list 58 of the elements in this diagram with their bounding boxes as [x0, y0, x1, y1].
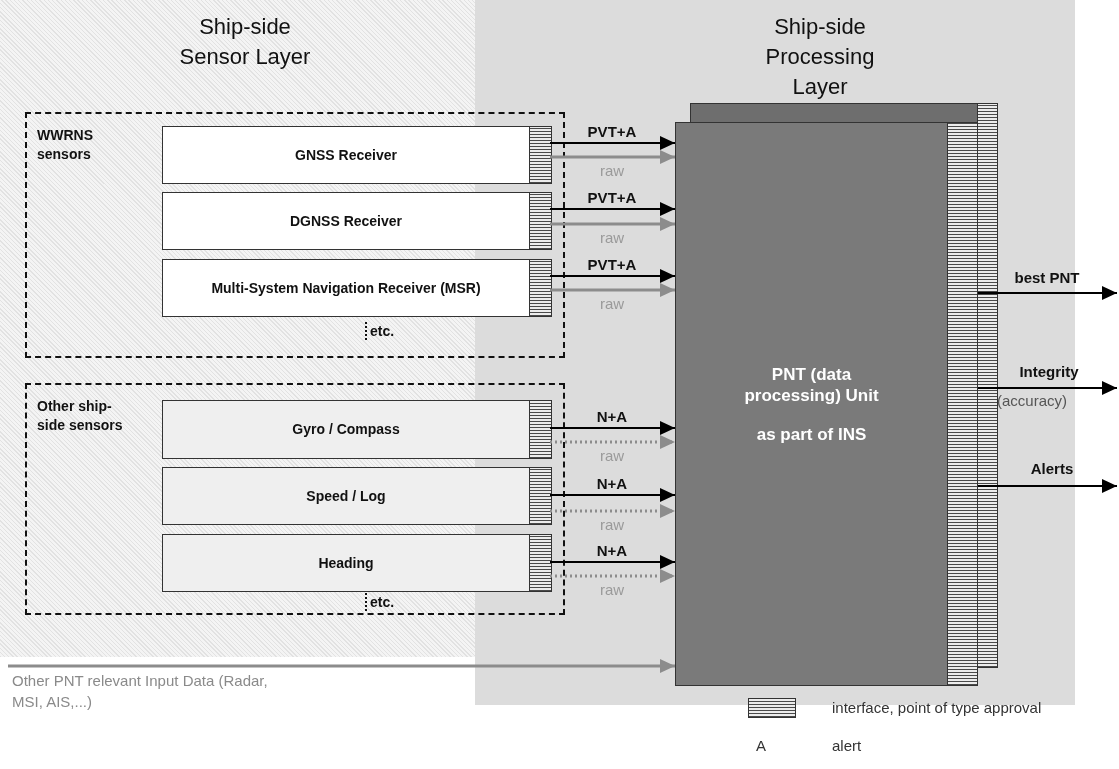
sensor-name: Heading: [317, 553, 375, 573]
processing-unit: [675, 122, 978, 686]
legend-text: alert: [832, 736, 862, 756]
edge-label: PVT+A: [587, 122, 637, 141]
sensor-group-frame: [25, 112, 565, 358]
edge-label: raw: [599, 228, 625, 247]
layer-title: Ship-side Sensor Layer: [178, 13, 312, 71]
etc-note: etc.: [365, 322, 395, 340]
edge-label: raw: [599, 294, 625, 313]
legend-text: interface, point of type approval: [832, 698, 1042, 718]
unit-label: as part of INS: [756, 423, 867, 445]
group-label: Other ship-side sensors: [37, 397, 124, 435]
arrow: [549, 421, 676, 435]
sensor-box: [162, 400, 552, 459]
arrow: [550, 150, 675, 164]
arrow: [549, 269, 676, 283]
edge-note: (accuracy): [997, 391, 1067, 410]
sensor-box: [162, 467, 552, 525]
edge-label: best PNT: [1014, 268, 1080, 287]
layer-title: Ship-side Processing Layer: [764, 13, 876, 101]
sensor-box: [162, 192, 552, 250]
edge-label: Integrity: [1019, 362, 1079, 381]
edge-label: N+A: [596, 474, 628, 493]
group-label: WWRNS sensors: [37, 126, 94, 164]
edge-label: raw: [599, 446, 625, 465]
sensor-name: DGNSS Receiver: [288, 211, 404, 231]
arrow: [550, 217, 675, 231]
arrow: [549, 488, 676, 502]
arrow: [550, 283, 675, 297]
arrow: [550, 504, 675, 518]
input-data-label: Other PNT relevant Input Data (Radar, MSI, AIS,...): [12, 670, 302, 714]
arrow: [977, 479, 1118, 493]
sensor-name: Gyro / Compass: [291, 420, 401, 439]
arrow: [977, 381, 1118, 395]
arrow: [549, 555, 676, 569]
edge-label: N+A: [596, 541, 628, 560]
arrow: [977, 286, 1118, 300]
edge-label: PVT+A: [587, 255, 637, 274]
legend-symbol: A: [755, 736, 767, 756]
sensor-name: Speed / Log: [305, 486, 387, 506]
edge-label: raw: [599, 580, 625, 599]
arrow: [549, 202, 676, 216]
arrow: [550, 435, 675, 449]
sensor-name: GNSS Receiver: [294, 145, 398, 165]
arrow: [549, 136, 676, 150]
edge-label: PVT+A: [587, 188, 637, 207]
sensor-box: [162, 534, 552, 592]
edge-label: Alerts: [1030, 459, 1074, 478]
arrow: [8, 659, 675, 673]
edge-label: N+A: [596, 407, 628, 426]
edge-label: raw: [599, 515, 625, 534]
sensor-group-frame: [25, 383, 565, 615]
unit-label: PNT (data processing) Unit: [743, 363, 880, 406]
arrow: [550, 569, 675, 583]
sensor-box: [162, 126, 552, 184]
sensor-box: [162, 259, 552, 317]
sensor-name: Multi-System Navigation Receiver (MSR): [210, 278, 482, 298]
edge-label: raw: [599, 161, 625, 180]
